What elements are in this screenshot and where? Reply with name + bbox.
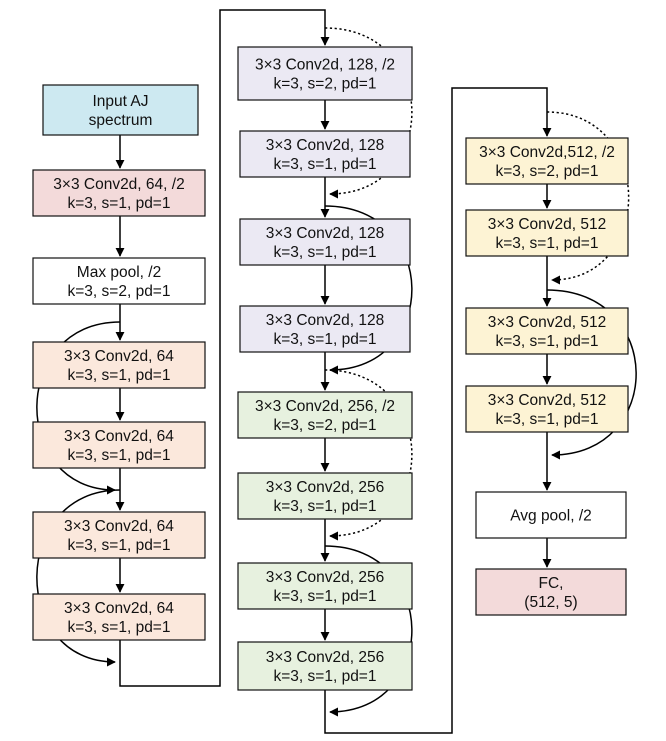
block-title: 3×3 Conv2d,512, /2 [479, 144, 615, 161]
block-params: spectrum [89, 112, 153, 129]
block-box [465, 385, 629, 433]
block-params: k=3, s=1, pd=1 [496, 333, 599, 350]
block-title: 3×3 Conv2d, 64 [64, 600, 174, 617]
block-box [32, 593, 206, 641]
projection-shortcut [546, 111, 630, 285]
block-params: k=3, s=1, pd=1 [274, 668, 377, 685]
block-params: k=3, s=1, pd=1 [274, 156, 377, 173]
block-params: k=3, s=2, pd=1 [274, 76, 377, 93]
skip-connection [546, 289, 637, 460]
block-box [465, 209, 629, 257]
block-title: 3×3 Conv2d, 64 [64, 518, 174, 535]
block-s3-conv3: 3×3 Conv2d, 256 k=3, s=1, pd=1 [237, 562, 413, 610]
block-box [465, 137, 629, 185]
connections [36, 9, 637, 734]
block-fc: FC, (512, 5) [475, 568, 627, 616]
block-s2-conv2: 3×3 Conv2d, 128 k=3, s=1, pd=1 [239, 130, 411, 178]
block-title: 3×3 Conv2d, 256, /2 [255, 398, 395, 415]
block-title: 3×3 Conv2d, 256 [266, 479, 385, 496]
block-box [32, 421, 206, 469]
block-box [237, 562, 413, 610]
block-conv-stem: 3×3 Conv2d, 64, /2 k=3, s=1, pd=1 [32, 169, 206, 217]
block-title: 3×3 Conv2d, 128 [266, 312, 385, 329]
block-params: k=3, s=1, pd=1 [274, 244, 377, 261]
block-params: k=3, s=1, pd=1 [496, 235, 599, 252]
block-params: k=3, s=1, pd=1 [496, 411, 599, 428]
block-box [239, 130, 411, 178]
block-box [237, 641, 413, 691]
projection-shortcut [324, 369, 413, 541]
block-params: k=3, s=1, pd=1 [274, 498, 377, 515]
skip-connection [324, 205, 413, 375]
block-title: 3×3 Conv2d, 64 [64, 348, 174, 365]
block-s1-conv4: 3×3 Conv2d, 64 k=3, s=1, pd=1 [32, 593, 206, 641]
block-box [32, 341, 206, 389]
block-box [239, 218, 411, 266]
block-title: Input AJ [92, 93, 148, 110]
block-box [239, 305, 411, 353]
block-title: 3×3 Conv2d, 128 [266, 137, 385, 154]
skip-connection [36, 489, 121, 667]
block-box [42, 84, 199, 136]
block-title: 3×3 Conv2d, 128 [266, 225, 385, 242]
block-s3-conv4: 3×3 Conv2d, 256 k=3, s=1, pd=1 [237, 641, 413, 691]
block-params: k=3, s=2, pd=1 [496, 163, 599, 180]
block-box [475, 491, 627, 539]
block-params: (512, 5) [524, 594, 577, 611]
block-params: k=3, s=1, pd=1 [68, 195, 171, 212]
block-params: k=3, s=1, pd=1 [274, 588, 377, 605]
block-s2-conv3: 3×3 Conv2d, 128 k=3, s=1, pd=1 [239, 218, 411, 266]
block-box [465, 307, 629, 355]
block-s1-conv2: 3×3 Conv2d, 64 k=3, s=1, pd=1 [32, 421, 206, 469]
block-box [475, 568, 627, 616]
block-s1-conv3: 3×3 Conv2d, 64 k=3, s=1, pd=1 [32, 511, 206, 559]
block-title: FC, [539, 575, 564, 592]
block-params: k=3, s=1, pd=1 [68, 537, 171, 554]
block-s4-conv1: 3×3 Conv2d,512, /2 k=3, s=2, pd=1 [465, 137, 629, 185]
block-box [237, 391, 413, 439]
block-params: k=3, s=1, pd=1 [68, 367, 171, 384]
block-box [237, 46, 413, 101]
block-title: 3×3 Conv2d, 512 [488, 392, 607, 409]
block-title: 3×3 Conv2d, 256 [266, 569, 385, 586]
block-params: k=3, s=1, pd=1 [274, 331, 377, 348]
block-params: k=3, s=2, pd=1 [274, 417, 377, 434]
block-title: 3×3 Conv2d, 256 [266, 649, 385, 666]
projection-shortcut [324, 27, 413, 199]
block-s2-conv4: 3×3 Conv2d, 128 k=3, s=1, pd=1 [239, 305, 411, 353]
flow-line [324, 87, 552, 734]
flow-line [119, 9, 330, 687]
block-title: 3×3 Conv2d, 64, /2 [53, 176, 184, 193]
block-title: Max pool, /2 [77, 264, 161, 281]
block-s3-conv1: 3×3 Conv2d, 256, /2 k=3, s=2, pd=1 [237, 391, 413, 439]
block-params: k=3, s=2, pd=1 [68, 283, 171, 300]
skip-connection [324, 545, 413, 717]
block-s1-conv1: 3×3 Conv2d, 64 k=3, s=1, pd=1 [32, 341, 206, 389]
block-title: 3×3 Conv2d, 64 [64, 428, 174, 445]
block-params: k=3, s=1, pd=1 [68, 619, 171, 636]
block-s4-conv4: 3×3 Conv2d, 512 k=3, s=1, pd=1 [465, 385, 629, 433]
block-box [237, 472, 413, 520]
block-input: Input AJ spectrum [42, 84, 199, 136]
block-title: 3×3 Conv2d, 512 [488, 314, 607, 331]
block-title: 3×3 Conv2d, 128, /2 [255, 57, 395, 74]
block-s4-conv3: 3×3 Conv2d, 512 k=3, s=1, pd=1 [465, 307, 629, 355]
block-title: 3×3 Conv2d, 512 [488, 216, 607, 233]
block-title: Avg pool, /2 [510, 508, 592, 525]
block-s2-conv1: 3×3 Conv2d, 128, /2 k=3, s=2, pd=1 [237, 46, 413, 101]
block-s3-conv2: 3×3 Conv2d, 256 k=3, s=1, pd=1 [237, 472, 413, 520]
block-params: k=3, s=1, pd=1 [68, 447, 171, 464]
block-box [32, 169, 206, 217]
block-s4-conv2: 3×3 Conv2d, 512 k=3, s=1, pd=1 [465, 209, 629, 257]
layer-blocks: Input AJ spectrum 3×3 Conv2d, 64, /2 k=3, s… [32, 46, 629, 691]
block-box [32, 511, 206, 559]
block-box [32, 257, 206, 305]
block-avgpool: Avg pool, /2 [475, 491, 627, 539]
block-maxpool: Max pool, /2 k=3, s=2, pd=1 [32, 257, 206, 305]
skip-connection [36, 321, 121, 495]
